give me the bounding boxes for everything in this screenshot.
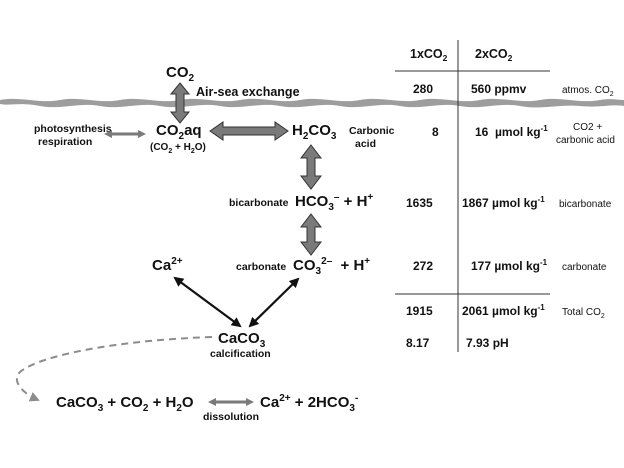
air-sea-arrow (169, 82, 191, 124)
row-carbonate-label: carbonate (562, 262, 607, 273)
carbonate-to-caco3-arrow (248, 277, 300, 328)
dissolution-equation-left: CaCO3 + CO2 + H2O (56, 394, 194, 414)
row-ph-2x: 7.93 pH (466, 336, 509, 350)
row-bicarbonate-label: bicarbonate (559, 199, 612, 210)
calcium-ion-label: Ca2+ (152, 256, 183, 274)
row-ph-1x: 8.17 (406, 336, 430, 350)
row-co2aq-label-2: carbonic acid (556, 135, 615, 146)
caco3-label: CaCO3 (218, 330, 266, 350)
row-carbonate-1x: 272 (413, 259, 433, 273)
dissociation-arrow-2 (299, 213, 323, 256)
dissociation-arrow-1 (299, 144, 323, 190)
calcification-label: calcification (210, 348, 271, 360)
row-co2aq-2x: 16 µmol kg-1 (475, 124, 548, 139)
carbonic-acid-label-2: acid (355, 138, 376, 150)
calcium-to-caco3-arrow (173, 276, 242, 328)
column-header-2xco2: 2xCO2 (475, 47, 513, 63)
photosynthesis-label: photosynthesis (34, 123, 112, 135)
row-atmos-1x: 280 (413, 82, 433, 96)
respiration-label: respiration (38, 136, 92, 148)
row-carbonate-2x: 177 µmol kg-1 (471, 258, 548, 273)
hydration-arrow (209, 121, 289, 141)
row-atmos-label: atmos. CO2 (562, 85, 614, 98)
dissolution-arrow (208, 398, 254, 406)
bicarbonate-label: bicarbonate (229, 197, 289, 209)
row-total-2x: 2061 µmol kg-1 (462, 303, 545, 318)
row-total-1x: 1915 (406, 304, 433, 318)
co2aq-label: CO2aq (156, 122, 202, 142)
h2co3-label: H2CO3 (292, 122, 337, 142)
row-co2aq-label-1: CO2 + (573, 122, 602, 133)
co2-gas-label: CO2 (166, 64, 195, 84)
photosynthesis-arrow (104, 130, 146, 138)
row-atmos-2x: 560 ppmv (471, 82, 527, 96)
column-header-1xco2: 1xCO2 (410, 47, 448, 63)
dissolution-equation-right: Ca2+ + 2HCO3- (260, 393, 358, 414)
sinking-dashed-arrow (15, 336, 213, 402)
carbonic-acid-label-1: Carbonic (349, 125, 395, 137)
co3-label: CO32– + H+ (293, 256, 370, 277)
row-bicarbonate-1x: 1635 (406, 196, 433, 210)
co2aq-note: (CO2 + H2O) (150, 142, 206, 155)
sea-surface-wave (0, 98, 624, 108)
row-bicarbonate-2x: 1867 µmol kg-1 (462, 195, 545, 210)
carbonate-label: carbonate (236, 261, 286, 273)
hco3-label: HCO3– + H+ (295, 192, 373, 213)
row-co2aq-1x: 8 (432, 125, 439, 139)
air-sea-exchange-label: Air-sea exchange (196, 85, 300, 99)
row-total-label: Total CO2 (562, 307, 605, 320)
dissolution-label: dissolution (203, 411, 259, 423)
